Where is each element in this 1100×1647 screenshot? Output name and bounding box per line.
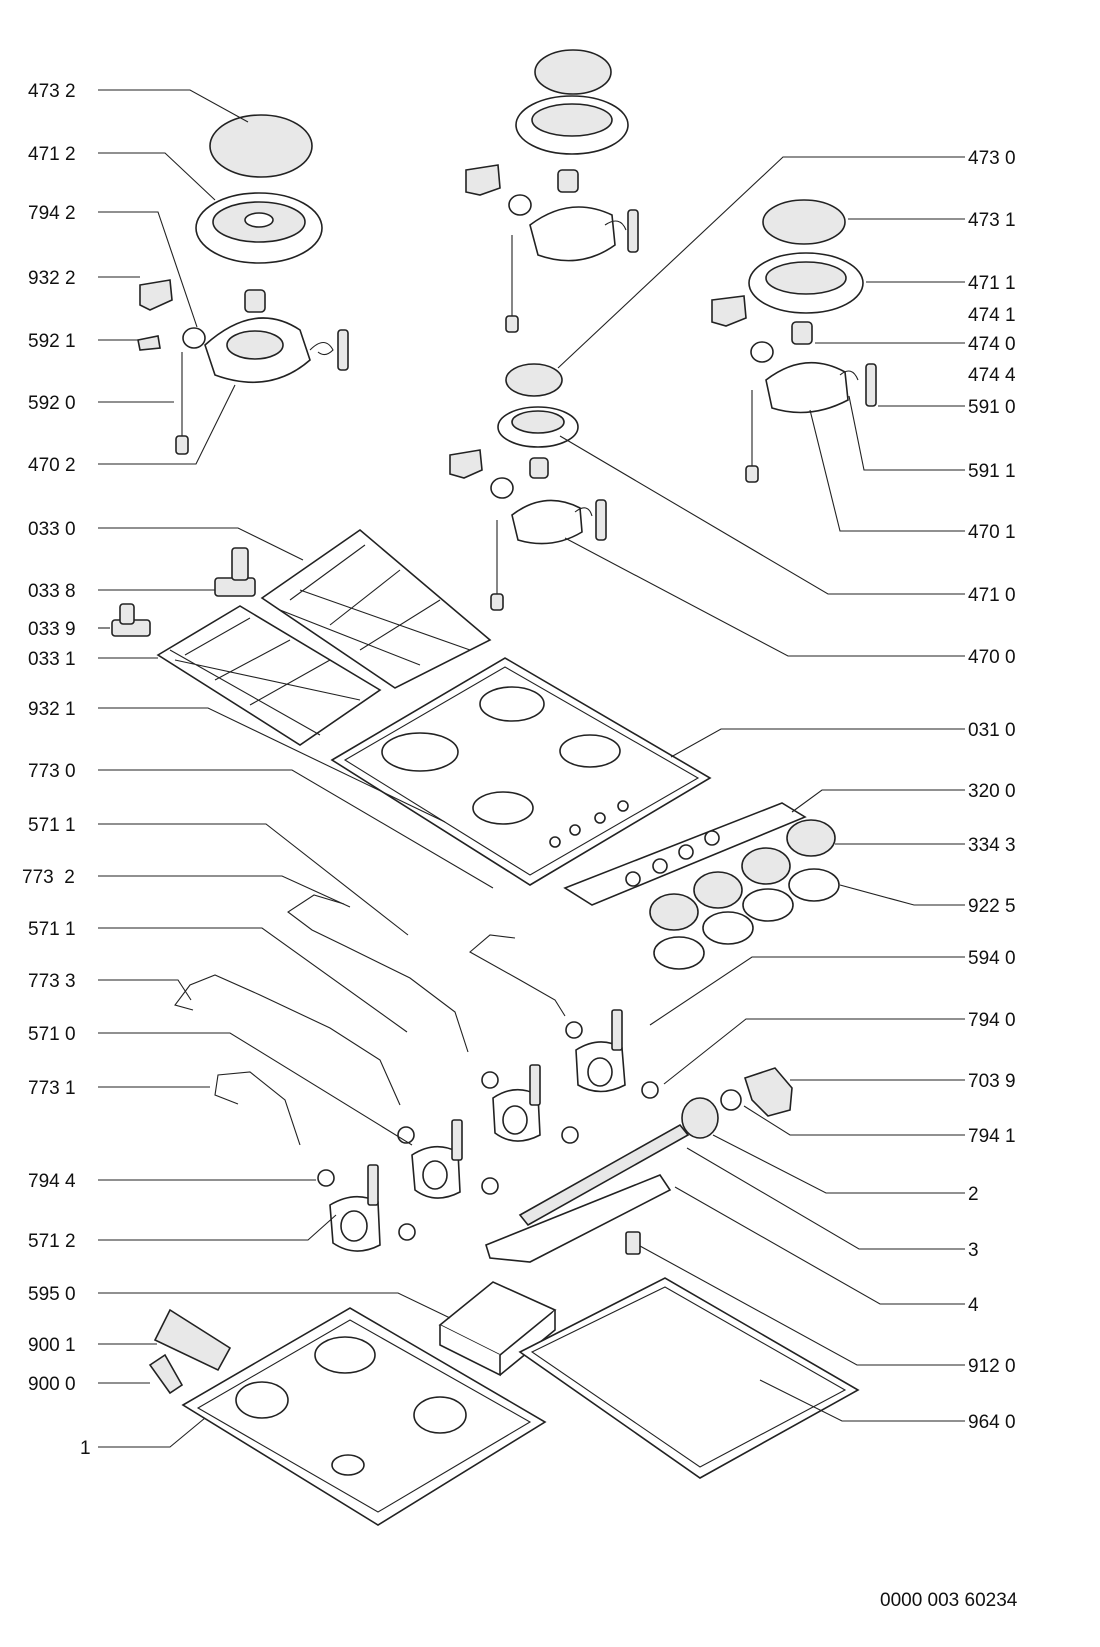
label-2: 2 [968, 1184, 979, 1205]
knob-bezel-9225 [788, 868, 840, 902]
label-5711-a: 571 1 [28, 815, 76, 836]
label-7940: 794 0 [968, 1010, 1016, 1031]
label-9225: 922 5 [968, 896, 1016, 917]
gas-taps-group [317, 1009, 659, 1252]
label-4710: 471 0 [968, 585, 1016, 606]
base-group [148, 1277, 860, 1526]
pan-support-0330 [260, 528, 492, 689]
seal-ring-7942 [182, 327, 206, 349]
label-0330: 033 0 [28, 519, 76, 540]
label-4732: 473 2 [28, 81, 76, 102]
control-panel-3200 [563, 802, 807, 906]
label-4: 4 [968, 1295, 979, 1316]
label-4741: 474 1 [968, 305, 1016, 326]
label-4700: 470 0 [968, 647, 1016, 668]
label-0310: 031 0 [968, 720, 1016, 741]
label-7730: 773 0 [28, 761, 76, 782]
label-9000: 900 0 [28, 1374, 76, 1395]
label-4744: 474 4 [968, 365, 1016, 386]
label-9120: 912 0 [968, 1356, 1016, 1377]
burner-cap-4731 [762, 199, 846, 245]
burner-cap-4732 [209, 114, 313, 178]
label-9322: 932 2 [28, 268, 76, 289]
label-3: 3 [968, 1240, 979, 1261]
gas-pipe-7730 [469, 934, 566, 1017]
pan-support-0331 [156, 605, 382, 746]
label-5921: 592 1 [28, 331, 76, 352]
seal-7941 [720, 1089, 742, 1111]
label-7942: 794 2 [28, 203, 76, 224]
burner-body-4701 [765, 361, 849, 414]
label-5711-b: 571 1 [28, 919, 76, 940]
manifold-3 [518, 1123, 690, 1227]
label-7039: 703 9 [968, 1071, 1016, 1092]
inlet-fittings-group [485, 1067, 793, 1263]
label-5920: 592 0 [28, 393, 76, 414]
label-5710: 571 0 [28, 1024, 76, 1045]
label-7944: 794 4 [28, 1171, 76, 1192]
label-5940: 594 0 [968, 948, 1016, 969]
label-0339: 033 9 [28, 619, 76, 640]
thermocouple-probe-4702 [309, 341, 334, 356]
gas-pipe-7732 [287, 894, 469, 1053]
knob-3343 [786, 819, 836, 857]
label-7733: 773 3 [28, 971, 76, 992]
burner-body-4700 [511, 499, 583, 545]
label-4731: 473 1 [968, 210, 1016, 231]
pan-supports-group [111, 528, 492, 746]
labels-left: 473 2 471 2 794 2 932 2 592 1 592 0 470 … [22, 81, 91, 1459]
label-5712: 571 2 [28, 1231, 76, 1252]
gas-pipe-7733 [174, 974, 401, 1106]
label-4701: 470 1 [968, 522, 1016, 543]
elbow-7039 [743, 1067, 793, 1117]
label-7731: 773 1 [28, 1078, 76, 1099]
label-9640: 964 0 [968, 1412, 1016, 1433]
burner-middle-group [449, 363, 607, 611]
label-4702: 470 2 [28, 455, 76, 476]
bracket-4 [485, 1174, 672, 1263]
label-0331: 033 1 [28, 649, 76, 670]
label-5911: 591 1 [968, 461, 1016, 482]
hob-top-0310 [330, 657, 712, 886]
screw-9120 [625, 1231, 641, 1255]
gas-pipes-group [174, 894, 566, 1146]
knobs-group [649, 819, 840, 970]
label-7732: 773 2 [22, 867, 75, 888]
label-5910: 591 0 [968, 397, 1016, 418]
burner-front-left-group [137, 114, 349, 455]
label-3200: 320 0 [968, 781, 1016, 802]
labels-right: 473 0 473 1 471 1 474 1 474 0 474 4 591 … [968, 148, 1016, 1433]
burner-cap-4730 [505, 363, 563, 397]
base-tray-1 [181, 1307, 547, 1526]
label-9321: 932 1 [28, 699, 76, 720]
label-3343: 334 3 [968, 835, 1016, 856]
nut-2 [681, 1097, 719, 1139]
injector-4740 [244, 289, 266, 313]
clip-9322 [139, 279, 173, 311]
label-0338: 033 8 [28, 581, 76, 602]
label-1: 1 [80, 1438, 91, 1459]
label-9001: 900 1 [28, 1335, 76, 1356]
bracket-9001 [153, 1308, 232, 1372]
label-4740: 474 0 [968, 334, 1016, 355]
leader-lines [98, 89, 965, 1448]
spark-plug-5921 [137, 335, 161, 351]
burner-rear-center-group [465, 49, 639, 333]
label-5950: 595 0 [28, 1284, 76, 1305]
label-7941: 794 1 [968, 1126, 1016, 1147]
gas-pipe-7731 [214, 1071, 301, 1146]
label-4711: 471 1 [968, 273, 1016, 294]
label-4712: 471 2 [28, 144, 76, 165]
document-number: 0000 003 60234 [880, 1590, 1018, 1611]
bracket-9000 [148, 1353, 184, 1395]
label-4730: 473 0 [968, 148, 1016, 169]
burner-rear-right-group [711, 199, 877, 483]
